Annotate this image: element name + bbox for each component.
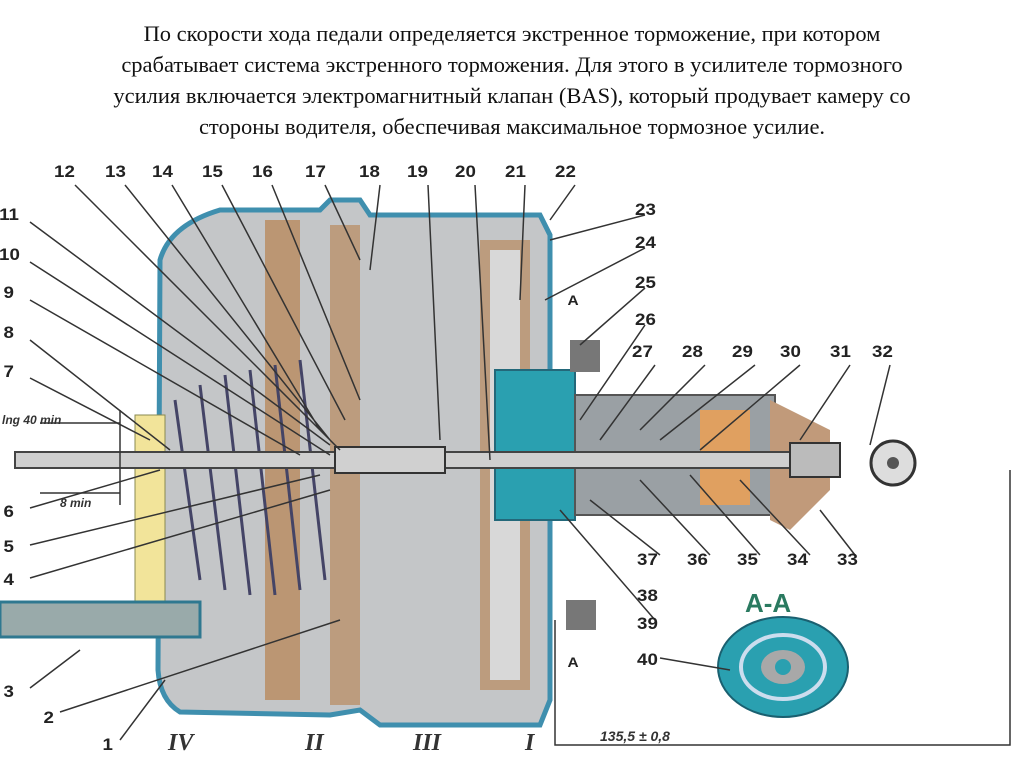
callout-14: 14 (152, 162, 173, 181)
callout-35: 35 (737, 550, 758, 569)
callout-6: 6 (3, 502, 14, 521)
return-spring (173, 359, 327, 596)
callout-39: 39 (637, 614, 658, 633)
callout-34: 34 (787, 550, 808, 569)
callout-22: 22 (555, 162, 576, 181)
callout-10: 10 (0, 245, 20, 264)
vacuum-fitting (0, 600, 202, 639)
callout-25: 25 (635, 273, 656, 292)
callout-7: 7 (3, 362, 14, 381)
callout-3: 3 (3, 682, 14, 701)
caption-line-3: усилия включается электромагнитный клапа… (113, 83, 911, 108)
callout-8: 8 (3, 323, 14, 342)
callout-17: 17 (305, 162, 326, 181)
section-aa-title: A-A (745, 588, 792, 618)
slide-caption: По скорости хода педали определяется экс… (20, 18, 1004, 142)
section-marker-top: A (567, 292, 579, 308)
valve-body (494, 369, 576, 521)
gap-dimension: 8 min (60, 496, 92, 510)
callout-21: 21 (505, 162, 526, 181)
stroke-dimension: lng 40 min (2, 413, 62, 427)
chamber-iv-label: IV (168, 730, 194, 756)
length-dimension: 135,5 ± 0,8 (600, 728, 670, 744)
callout-27: 27 (632, 342, 653, 361)
callout-20: 20 (455, 162, 476, 181)
callout-28: 28 (682, 342, 703, 361)
chamber-ii-label: II (305, 730, 324, 756)
solenoid-valve (570, 340, 600, 372)
callout-23: 23 (635, 200, 656, 219)
callout-18: 18 (359, 162, 380, 181)
callout-31: 31 (830, 342, 851, 361)
leader-lines (29, 184, 1011, 746)
callout-32: 32 (872, 342, 893, 361)
callout-30: 30 (780, 342, 801, 361)
callout-26: 26 (635, 310, 656, 329)
callout-38: 38 (637, 586, 658, 605)
callout-13: 13 (105, 162, 126, 181)
caption-line-2: срабатывает система экстренного торможен… (121, 52, 903, 77)
callout-29: 29 (732, 342, 753, 361)
caption-line-4: стороны водителя, обеспечивая максимальн… (198, 114, 826, 139)
callout-4: 4 (3, 570, 14, 589)
callout-5: 5 (3, 537, 14, 556)
caption-line-1: По скорости хода педали определяется экс… (143, 21, 881, 46)
callout-12: 12 (54, 162, 75, 181)
callout-19: 19 (407, 162, 428, 181)
callout-2: 2 (43, 708, 54, 727)
yellow-seal (134, 414, 166, 611)
section-aa-view (717, 616, 849, 718)
callout-33: 33 (837, 550, 858, 569)
callout-37: 37 (637, 550, 658, 569)
callout-15: 15 (202, 162, 223, 181)
callout-24: 24 (635, 233, 656, 252)
brake-booster-diagram (0, 184, 1011, 746)
callout-1: 1 (102, 735, 113, 754)
callout-40: 40 (637, 650, 658, 669)
callout-11: 11 (0, 205, 19, 224)
chamber-iii-label: III (413, 730, 442, 756)
callout-9: 9 (3, 283, 14, 302)
callout-36: 36 (687, 550, 708, 569)
callout-16: 16 (252, 162, 273, 181)
section-marker-bottom: A (567, 654, 579, 670)
chamber-i-label: I (525, 730, 535, 756)
